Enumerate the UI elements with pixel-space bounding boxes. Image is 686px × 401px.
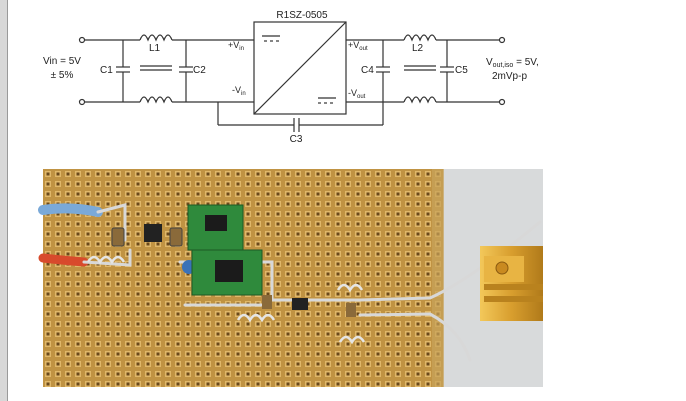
l1-label: L1	[149, 43, 161, 54]
pin-vin-minus-main: -V	[232, 85, 241, 95]
blue-cable	[38, 203, 103, 217]
pin-vin-plus: +Vin	[228, 40, 244, 52]
vout-sub: out,iso	[493, 62, 514, 69]
converter-module-top	[187, 204, 244, 251]
vout-value: = 5V,	[513, 57, 539, 68]
pin-vin-plus-sub: in	[239, 46, 244, 52]
vout-label: Vout,iso = 5V,	[486, 57, 539, 69]
coil-bottom	[236, 313, 276, 323]
coil-input	[86, 255, 126, 265]
pin-vin-minus: -Vin	[232, 85, 246, 97]
coil-output-bottom	[338, 335, 366, 345]
load-resistor	[480, 246, 543, 321]
red-cable	[38, 253, 89, 267]
pin-vout-plus-sub: out	[359, 46, 368, 52]
vout-main: V	[486, 57, 493, 68]
blue-capacitor	[182, 260, 196, 274]
pin-vout-minus-sub: out	[357, 94, 366, 100]
output-ic	[292, 298, 308, 310]
photo-background	[43, 169, 543, 387]
pin-vout-minus-main: -V	[348, 88, 357, 98]
schematic-diagram: R1SZ-0505 Vin = 5V ± 5% C1 L1 C2 +Vin -V…	[43, 10, 539, 145]
pin-vout-minus: -Vout	[348, 88, 366, 100]
converter-name: R1SZ-0505	[276, 10, 328, 21]
perfboard	[43, 169, 443, 387]
l2-label: L2	[412, 43, 424, 54]
c4-label: C4	[361, 65, 374, 76]
c1-label: C1	[100, 65, 113, 76]
pin-vout-plus: +Vout	[348, 40, 368, 52]
pin-vin-minus-sub: in	[241, 91, 246, 97]
c2-label: C2	[193, 65, 206, 76]
left-border-line	[7, 0, 8, 401]
c5-label: C5	[455, 65, 468, 76]
vout-ripple: 2mVp-p	[492, 71, 527, 82]
vin-tolerance: ± 5%	[51, 70, 74, 81]
coil-output-top	[336, 283, 364, 293]
c3-label: C3	[290, 134, 303, 145]
pin-vin-plus-main: +V	[228, 40, 239, 50]
pin-vout-plus-main: +V	[348, 40, 359, 50]
left-border	[0, 0, 7, 401]
converter-module-bottom	[191, 249, 263, 296]
vin-label: Vin = 5V	[43, 56, 81, 67]
